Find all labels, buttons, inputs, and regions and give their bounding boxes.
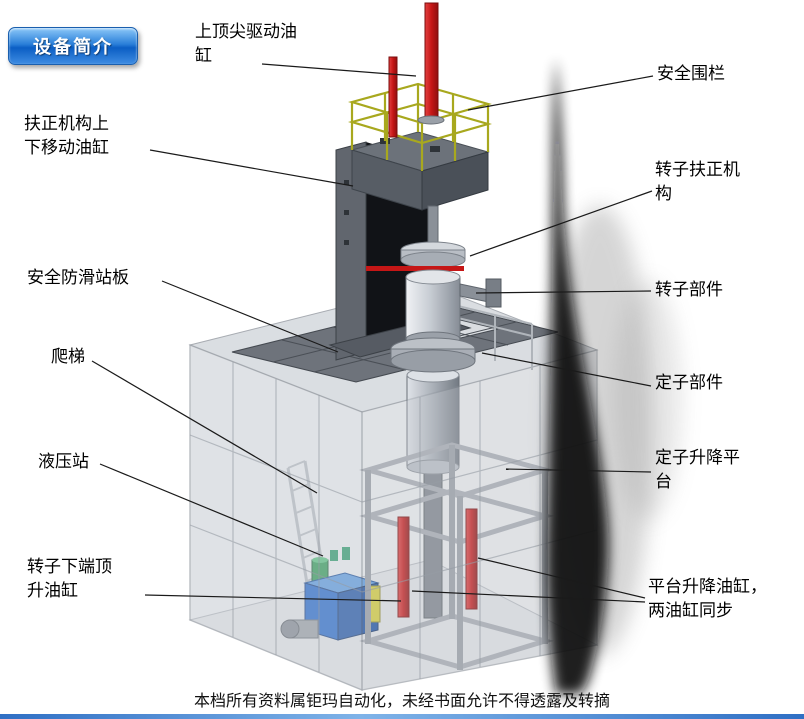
- watermark-text: 本档所有资料属钜玛自动化，未经书面允许不得透露及转摘: [193, 693, 610, 710]
- enclosure-front: [189, 343, 598, 692]
- label-ladder: 爬梯: [51, 347, 85, 366]
- lift-frame-posts: [365, 445, 548, 670]
- bottom-blue-bar: [0, 714, 804, 719]
- label-stator-lift-platform: 定子升降平 台: [655, 448, 740, 491]
- label-antislip-board: 安全防滑站板: [27, 268, 129, 287]
- label-centering-updown-cylinder: 扶正机构上 下移动油缸: [24, 114, 109, 157]
- platform-lift-cylinders-graphic: [397, 508, 478, 618]
- shadow-smudge: [546, 58, 682, 694]
- rotor-assembly: [366, 205, 502, 373]
- label-platform-lift-cylinders: 平台升降油缸， 两油缸同步: [648, 577, 767, 620]
- label-rotor-centering: 转子扶正机 构: [655, 160, 740, 203]
- leader-lines: [91, 63, 654, 603]
- title-badge[interactable]: 设备简介: [8, 27, 138, 65]
- label-stator-part: 定子部件: [655, 373, 723, 392]
- label-top-drive-cylinder: 上顶尖驱动油 缸: [195, 22, 297, 65]
- label-rotor-bottom-jack: 转子下端顶 升油缸: [27, 557, 112, 600]
- label-rotor-part: 转子部件: [655, 280, 723, 299]
- top-drive-cylinder-graphic: [388, 2, 445, 138]
- title-badge-label: 设备简介: [33, 37, 113, 57]
- label-safety-fence: 安全围栏: [657, 64, 725, 83]
- label-hydraulic-station: 液压站: [38, 452, 89, 471]
